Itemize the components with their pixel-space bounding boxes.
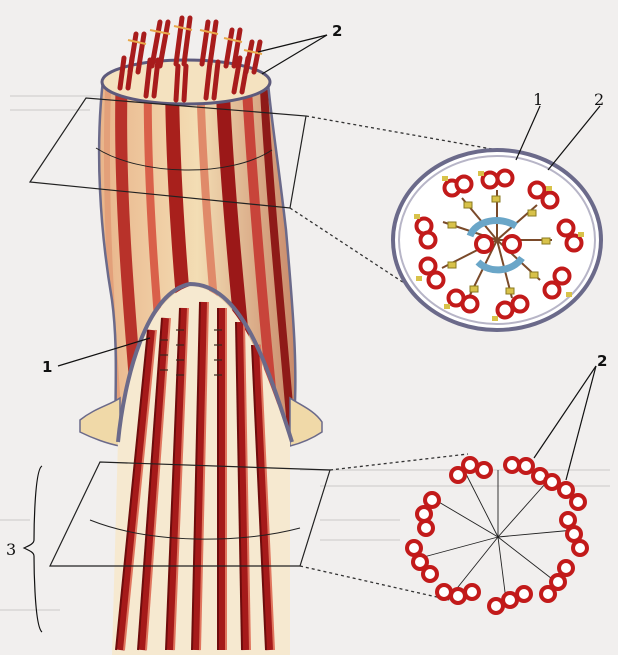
label-triplets-lower: 2: [597, 352, 607, 370]
label-peripheral-doublets-top: 2: [332, 22, 342, 40]
cross-section-basal-body: [407, 458, 587, 613]
label-membrane-cross-section: 1: [533, 90, 543, 109]
label-basal-body: 3: [6, 540, 16, 559]
label-membrane-left: 1: [42, 358, 52, 376]
projection-lines-lower: [300, 454, 468, 600]
flagellum-top-end: [102, 18, 270, 104]
label-doublets-cross-section: 2: [594, 90, 604, 109]
cross-section-flagellum: [393, 150, 601, 330]
